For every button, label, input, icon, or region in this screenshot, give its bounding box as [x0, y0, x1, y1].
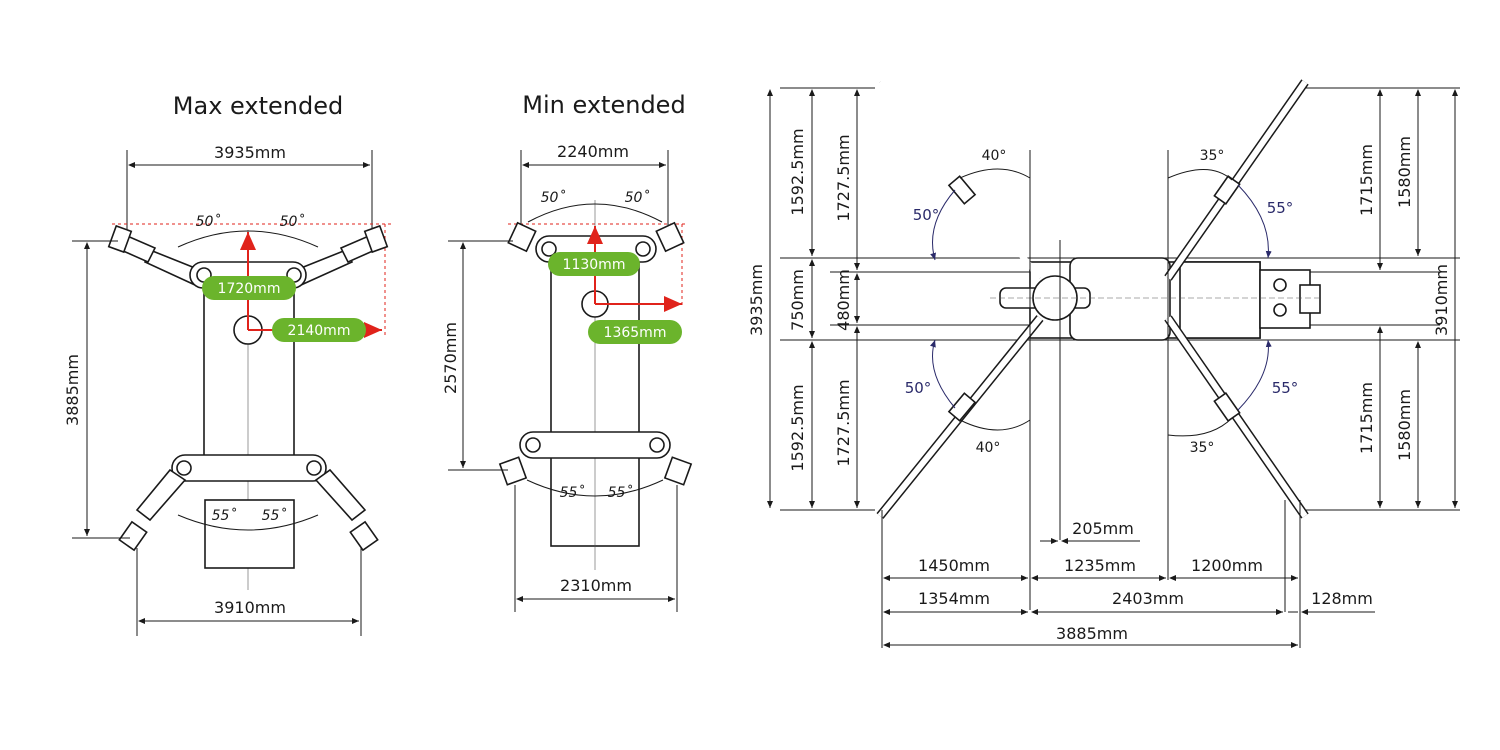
min-pill-horizontal-label: 1365mm — [604, 325, 667, 341]
plan-angle-tr-outer: 35° — [1200, 148, 1225, 164]
plan-right-inner-dim-1: 1580mm — [1395, 389, 1414, 461]
plan-right-inner-dim-0: 1580mm — [1395, 136, 1414, 208]
min-bottom-left-pad — [498, 456, 528, 486]
min-width-top-label: 2240mm — [557, 142, 629, 161]
max-height-label: 3885mm — [63, 354, 82, 426]
max-width-bottom-label: 3910mm — [214, 598, 286, 617]
min-bottom-right-pad — [663, 456, 693, 486]
plan-right-outer-label: 3910mm — [1432, 264, 1451, 336]
min-bottom-bar — [519, 431, 671, 459]
plan-leg-bottom-right — [1164, 315, 1309, 519]
plan-leg-top-right — [1164, 79, 1309, 281]
min-extended-title: Min extended — [522, 91, 685, 119]
plan-dim-1450: 1450mm — [918, 556, 990, 575]
plan-left-outer-label: 3935mm — [747, 264, 766, 336]
min-top-right-pad — [655, 221, 685, 253]
max-bottom-box — [204, 499, 295, 569]
min-top-left-pad — [507, 221, 537, 253]
plan-view-diagram: 40° 50° 40° 50° 35° 55° 35° 55° 3935mm 1… — [747, 79, 1460, 648]
plan-left-dim-2: 1592.5mm — [788, 384, 807, 471]
plan-angle-br-inner: 55° — [1272, 379, 1299, 397]
min-angle-top-right: 50˚ — [625, 189, 650, 206]
plan-dim-2403: 2403mm — [1112, 589, 1184, 608]
max-extended-diagram: Max extended 3935mm 50˚ 50˚ — [63, 92, 392, 636]
min-pill-vertical-label: 1130mm — [563, 257, 626, 273]
max-angle-top-left: 50˚ — [196, 213, 221, 230]
max-angle-bottom-right: 55˚ — [262, 507, 287, 524]
min-width-bottom-label: 2310mm — [560, 576, 632, 595]
plan-dim-1354: 1354mm — [918, 589, 990, 608]
max-bottom-left-arm — [118, 468, 187, 552]
plan-dim-128: 128mm — [1311, 589, 1373, 608]
max-width-top-label: 3935mm — [214, 143, 286, 162]
plan-dim-205: 205mm — [1072, 519, 1134, 538]
max-pill-horizontal-label: 2140mm — [288, 323, 351, 339]
max-extended-title: Max extended — [173, 92, 343, 120]
plan-right-dim-0: 1715mm — [1357, 144, 1376, 216]
max-pill-horizontal — [272, 318, 366, 342]
plan-left-dim-1: 750mm — [788, 269, 807, 331]
plan-angle-br-outer: 35° — [1190, 440, 1215, 456]
min-height-label: 2570mm — [441, 322, 460, 394]
max-bottom-bar — [171, 454, 327, 482]
plan-angle-bl-inner: 50° — [905, 379, 932, 397]
plan-angle-tr-inner: 55° — [1267, 199, 1294, 217]
plan-leg-bottom-left — [876, 315, 1044, 519]
max-pill-vertical-label: 1720mm — [218, 281, 281, 297]
plan-left-inner-dim-0: 1727.5mm — [834, 134, 853, 221]
max-angle-bottom-left: 55˚ — [212, 507, 237, 524]
plan-angle-bl-outer: 40° — [976, 440, 1001, 456]
plan-left-inner-dim-1: 480mm — [834, 269, 853, 331]
max-pill-vertical — [202, 276, 296, 300]
plan-angle-tl-inner: 50° — [913, 206, 940, 224]
min-angle-top-left: 50˚ — [541, 189, 566, 206]
plan-left-dim-0: 1592.5mm — [788, 128, 807, 215]
max-top-right-arm — [295, 224, 389, 287]
max-bottom-right-arm — [314, 468, 379, 552]
plan-dim-1200: 1200mm — [1191, 556, 1263, 575]
min-extended-diagram: Min extended 2240mm 50˚ 50˚ 1130mm 1365m… — [441, 91, 693, 612]
max-angle-top-right: 50˚ — [280, 213, 305, 230]
min-angle-bottom-right: 55˚ — [608, 484, 633, 501]
min-angle-bottom-left: 55˚ — [560, 484, 585, 501]
plan-left-inner-dim-2: 1727.5mm — [834, 379, 853, 466]
max-top-left-arm — [107, 224, 201, 287]
min-pill-horizontal — [588, 320, 682, 344]
plan-dim-3885: 3885mm — [1056, 624, 1128, 643]
plan-angle-tl-outer: 40° — [982, 148, 1007, 164]
min-pill-vertical — [548, 252, 640, 276]
plan-leg-top-left — [877, 80, 1043, 280]
plan-dim-1235: 1235mm — [1064, 556, 1136, 575]
plan-right-dim-1: 1715mm — [1357, 382, 1376, 454]
